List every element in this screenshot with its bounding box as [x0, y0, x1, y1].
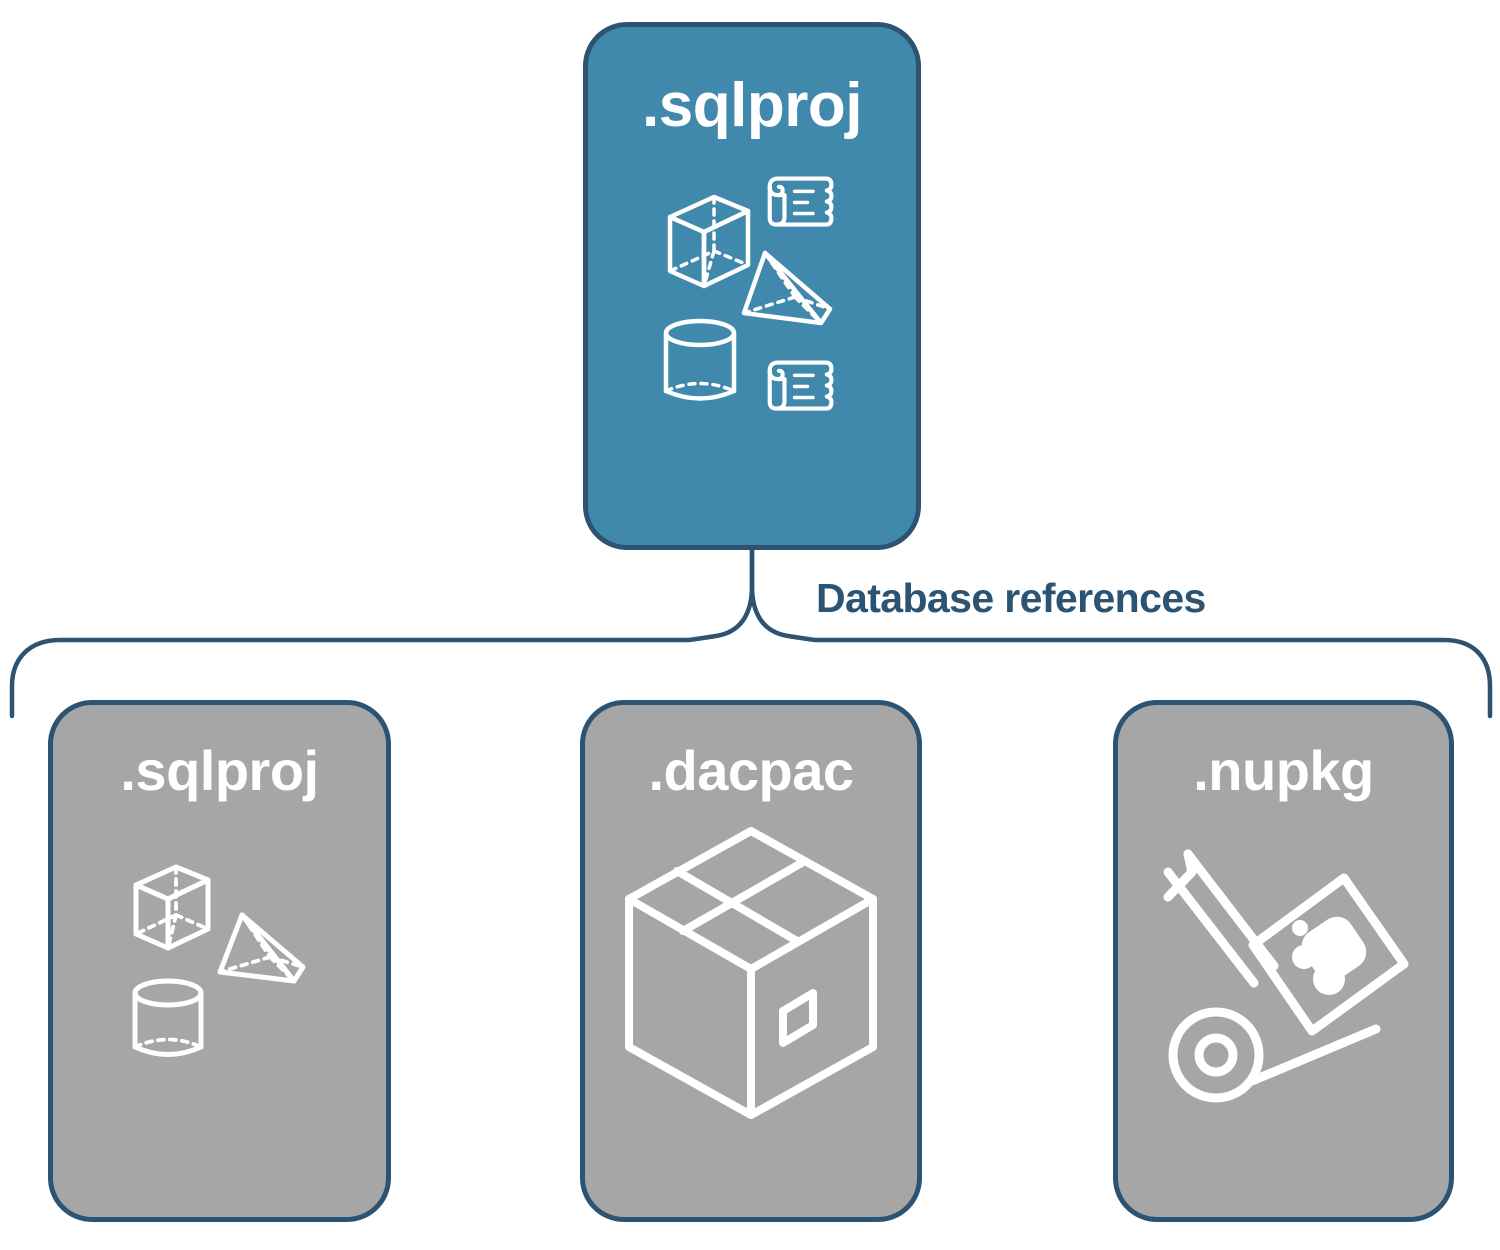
card-sqlproj-reference[interactable]: .sqlproj	[48, 700, 391, 1222]
dolly-wheel-glyph	[1168, 1007, 1263, 1103]
shipping-box-glyph	[625, 827, 877, 1119]
scroll-script-glyph-top	[767, 176, 834, 227]
wireframe-cube-glyph	[133, 864, 210, 951]
card-nupkg-reference[interactable]: .nupkg	[1113, 700, 1454, 1222]
package-box-icon	[617, 823, 885, 1123]
wireframe-cylinder-glyph	[132, 978, 203, 1057]
nuget-box-glyph	[1248, 873, 1408, 1036]
wireframe-cube-glyph	[667, 194, 751, 289]
hand-truck-icon	[1154, 833, 1414, 1123]
wireframe-pyramid-glyph	[741, 250, 833, 326]
scroll-script-glyph-bottom	[767, 360, 834, 411]
card-title-dacpac: .dacpac	[648, 739, 854, 802]
dolly-handle-glyph	[1163, 849, 1278, 988]
database-objects-icon	[120, 843, 320, 1073]
database-objects-icon	[652, 161, 852, 431]
card-sqlproj-root[interactable]: .sqlproj	[583, 22, 921, 550]
card-dacpac-reference[interactable]: .dacpac	[580, 700, 922, 1222]
box-label-glyph	[779, 989, 817, 1047]
card-title-nupkg: .nupkg	[1193, 739, 1374, 802]
wireframe-cylinder-glyph	[663, 318, 737, 401]
nuget-logo-glyph	[1291, 916, 1366, 995]
connector-label: Database references	[816, 575, 1206, 621]
card-title-root: .sqlproj	[642, 71, 862, 140]
card-title-sqlproj: .sqlproj	[120, 739, 319, 802]
dolly-base-glyph	[1247, 1024, 1380, 1086]
wireframe-pyramid-glyph	[217, 912, 305, 984]
